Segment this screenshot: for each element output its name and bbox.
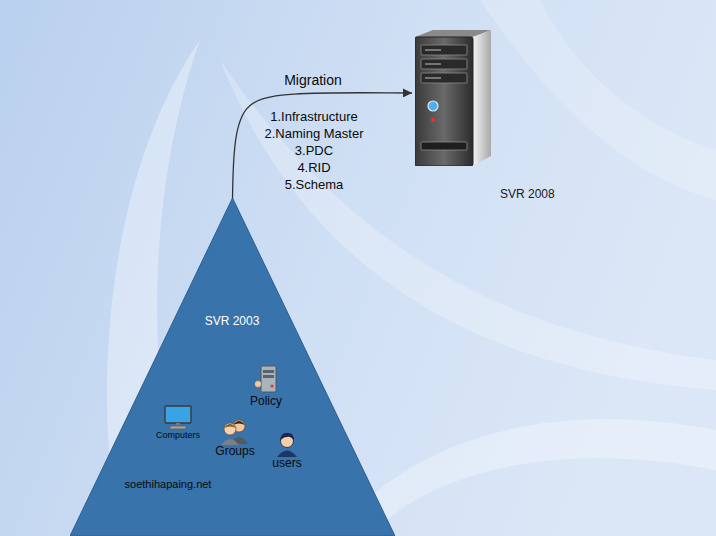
server-node: SVR 2008 <box>415 30 491 166</box>
role-list-item: 4.RID <box>297 161 330 176</box>
drawing-part <box>421 142 467 150</box>
drawing-part <box>263 370 274 373</box>
drawing-part <box>425 49 441 51</box>
drawing-part <box>224 423 236 435</box>
role-list-item: 3.PDC <box>295 144 333 159</box>
drawing-part <box>233 421 245 425</box>
icon-label: Computers <box>154 430 203 440</box>
drawing-part <box>421 73 467 83</box>
drawing-part <box>421 45 467 55</box>
background-swoosh <box>330 419 716 536</box>
role-list-item: 2.Naming Master <box>265 127 364 142</box>
drawing-part <box>271 385 274 388</box>
drawing-part <box>425 63 441 65</box>
drawing-part <box>170 426 186 429</box>
drawing-part <box>425 77 441 79</box>
node-label: SVR 2008 <box>500 188 555 202</box>
object-icon: Policy <box>248 365 285 409</box>
icon-user <box>275 432 299 457</box>
icon-label: Groups <box>213 445 257 459</box>
icon-label: users <box>270 457 304 471</box>
drawing-part <box>428 101 438 111</box>
icon-monitor <box>163 405 193 430</box>
drawing-part <box>176 423 180 426</box>
domain-triangle: SVR 2003PolicyComputersGroups users <box>70 198 395 536</box>
object-icon: Groups <box>213 418 257 459</box>
drawing-part <box>473 30 491 166</box>
drawing-part <box>224 424 236 428</box>
drawing-part <box>252 390 264 394</box>
icon-groups <box>220 418 250 445</box>
icon-policy <box>252 365 280 395</box>
drawing-part <box>70 198 395 536</box>
drawing-part <box>421 59 467 69</box>
icon-label: Policy <box>248 395 285 409</box>
drawing-part <box>263 375 274 378</box>
drawing-part <box>165 406 191 423</box>
watermark-text: soethihapaing.net <box>125 478 212 491</box>
triangle-shape <box>70 198 395 536</box>
object-icon: Computers <box>154 405 203 440</box>
server-shape <box>415 30 491 166</box>
drawing-part <box>280 433 294 441</box>
object-icon: users <box>270 432 304 471</box>
background-swoosh <box>480 0 716 200</box>
role-list-item: 5.Schema <box>285 178 344 193</box>
node-label: SVR 2003 <box>205 315 260 329</box>
drawing-part <box>431 118 435 122</box>
role-list-item: 1.Infrastructure <box>270 110 357 125</box>
drawing-part <box>261 366 276 392</box>
migration-arrow <box>233 93 413 199</box>
drawing-part <box>255 381 262 388</box>
drawing-part <box>415 37 473 166</box>
edge-label: Migration <box>284 72 342 88</box>
